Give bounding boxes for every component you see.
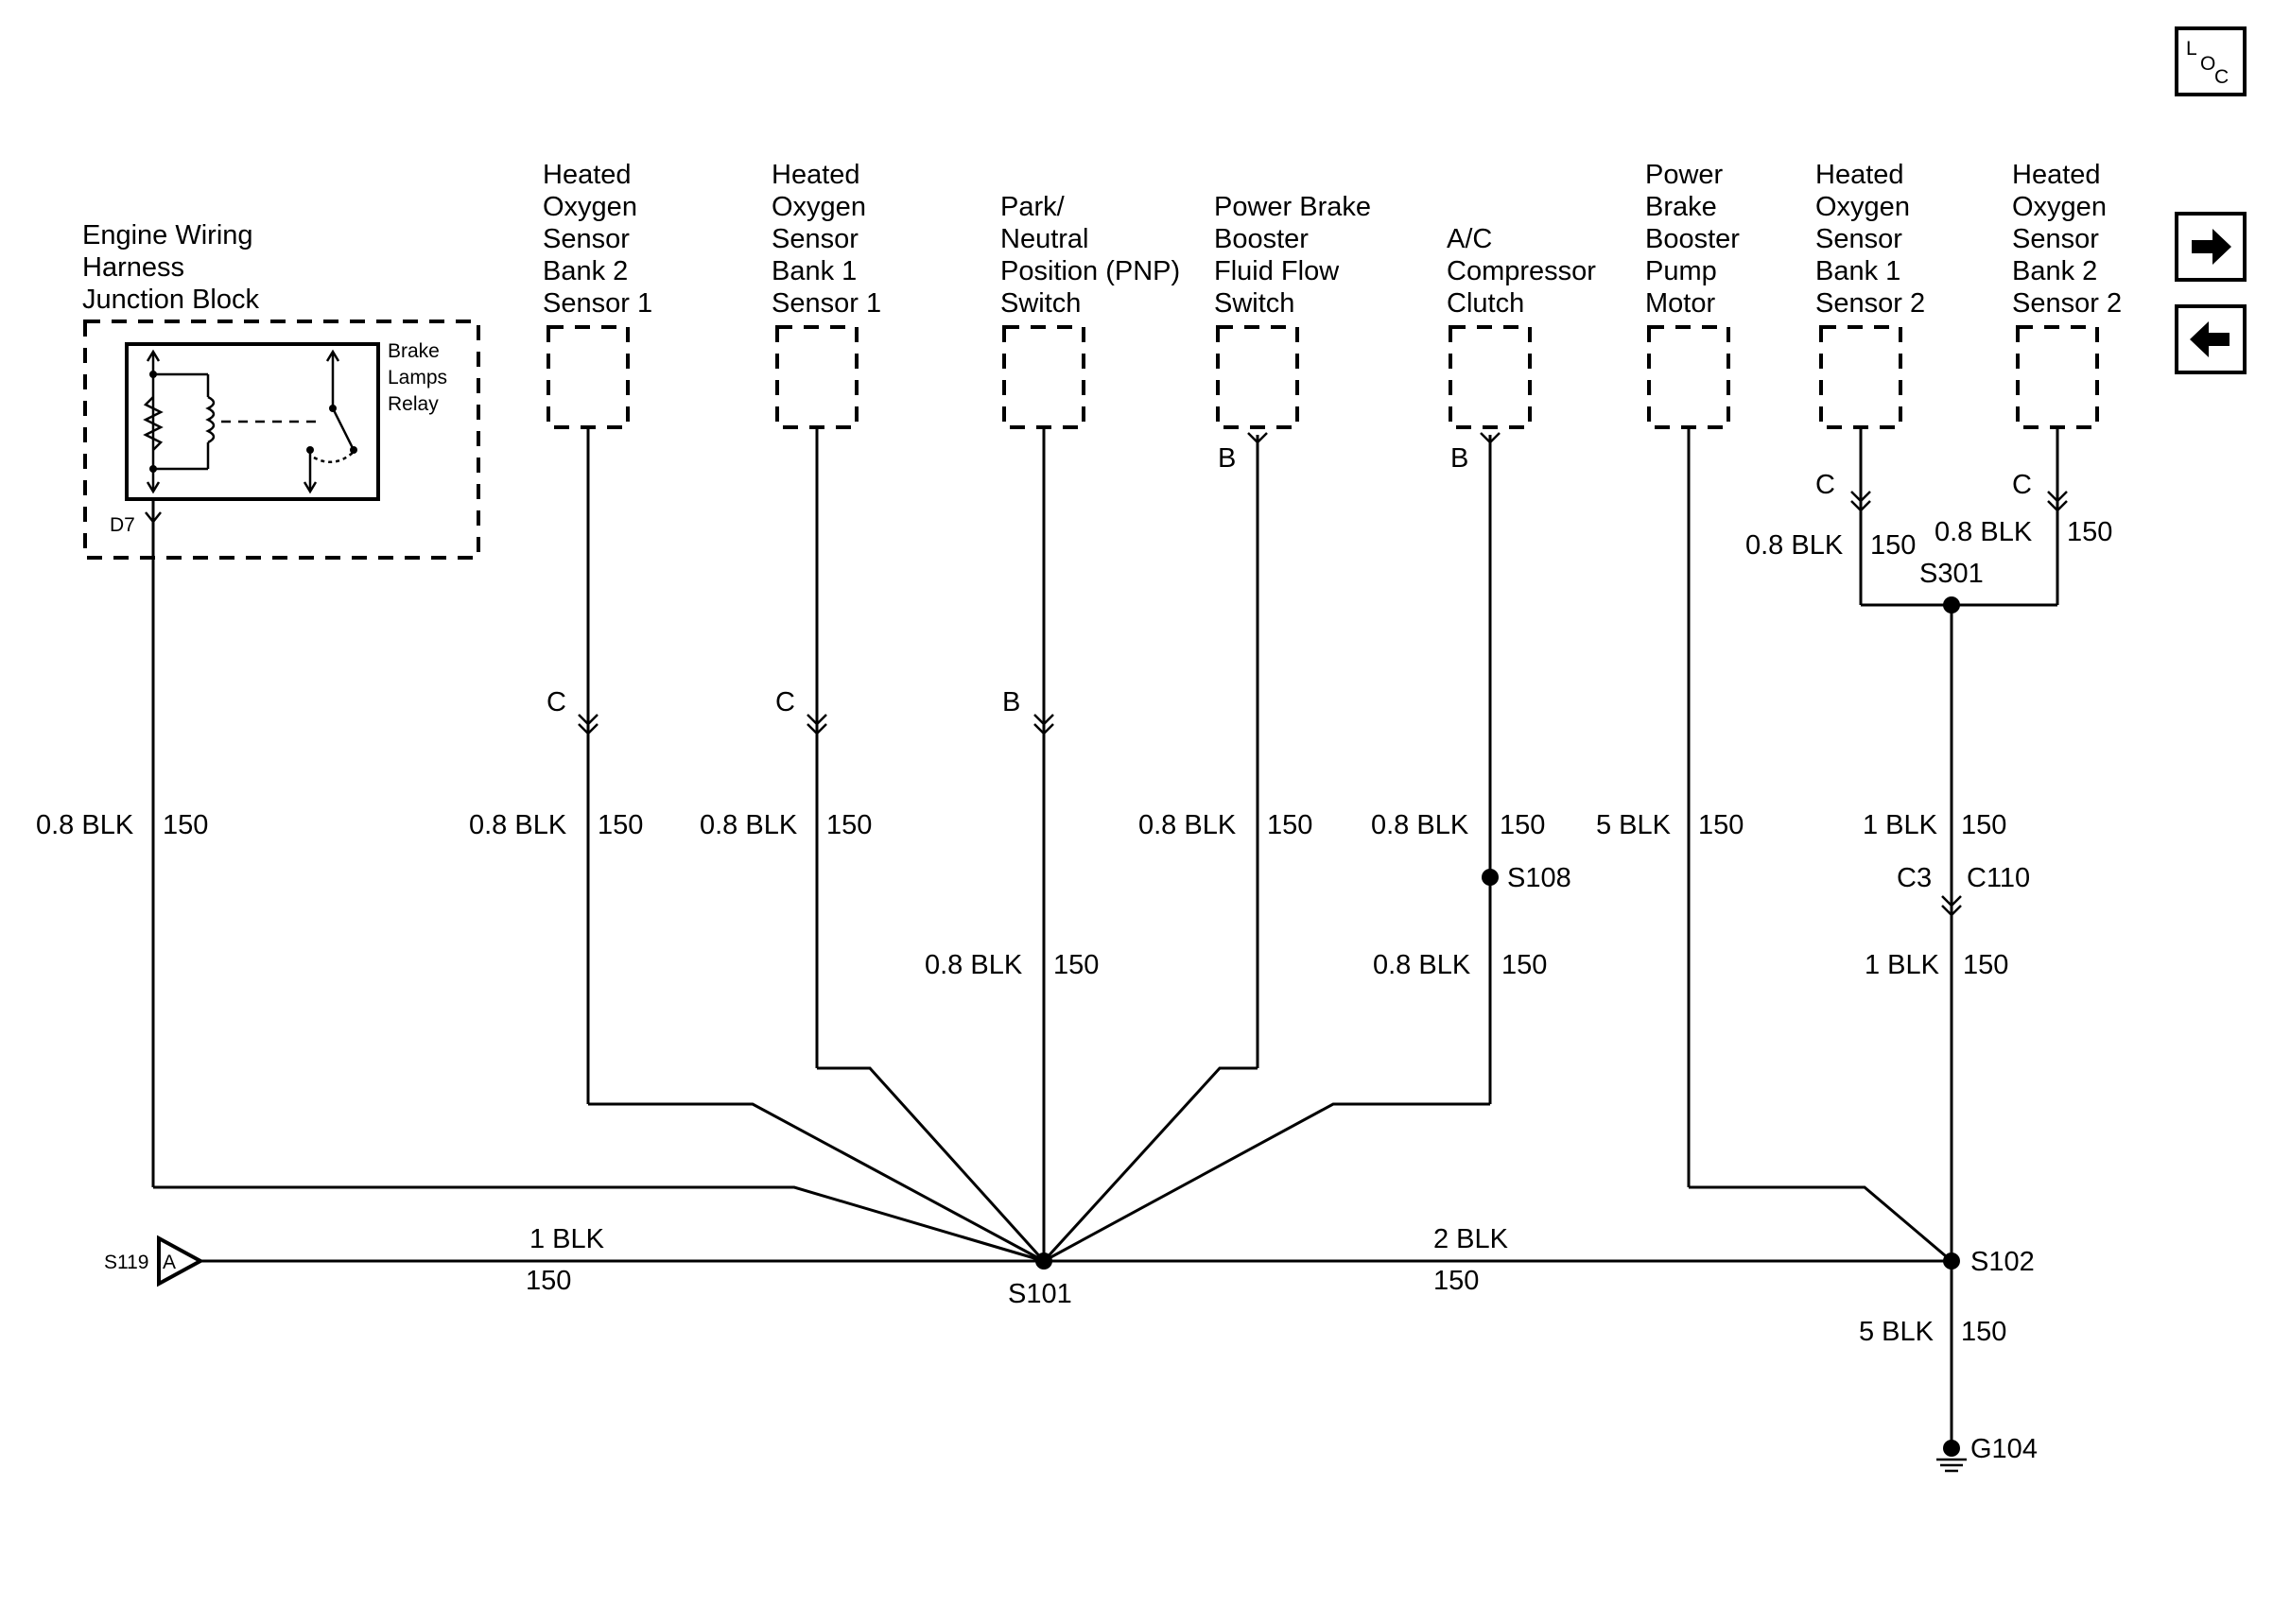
ac-clutch-name: A/C Compressor Clutch xyxy=(1447,224,1604,319)
s301-circuit: 150 xyxy=(1961,810,2006,840)
pnp-name: Park/ Neutral Position (PNP) Switch xyxy=(1000,192,1188,319)
arrow-right-icon[interactable] xyxy=(2175,212,2247,282)
ho2s-b1s1-name: Heated Oxygen Sensor Bank 1 Sensor 1 xyxy=(772,160,881,319)
s119-connector-symbol xyxy=(157,1235,205,1287)
ac-clutch-wire2: 0.8 BLK xyxy=(1373,950,1471,980)
s119-label: S119 xyxy=(104,1252,149,1273)
brake-lamps-relay-label: Brake Lamps Relay xyxy=(388,340,453,415)
ho2s-b2s1-wire: 0.8 BLK xyxy=(469,810,567,840)
relay-switch-symbol xyxy=(221,349,357,494)
loc-icon-c: C xyxy=(2214,66,2229,88)
ho2s-b2s2-connector: C xyxy=(2012,470,2032,500)
component-ho2s-bank2-sensor1: Heated Oxygen Sensor Bank 2 Sensor 1 C 0… xyxy=(469,160,652,1104)
junction-circuit-number: 150 xyxy=(163,810,208,840)
ho2s-b1s2-wire: 0.8 BLK xyxy=(1745,530,1844,561)
junction-wire-color: 0.8 BLK xyxy=(36,810,134,840)
pbb-motor-wire: 5 BLK xyxy=(1596,810,1672,840)
splice-s101-label: S101 xyxy=(1008,1279,1072,1309)
brake-lamps-relay-box xyxy=(125,342,380,501)
arrow-left-icon[interactable] xyxy=(2175,304,2247,374)
splice-s108-label: S108 xyxy=(1507,863,1571,893)
ac-clutch-circuit: 150 xyxy=(1500,810,1545,840)
component-pbb-pump-motor: Power Brake Booster Pump Motor 5 BLK 150 xyxy=(1596,160,1747,1187)
splice-s301-label: S301 xyxy=(1919,559,1984,589)
pbb-flow-wire: 0.8 BLK xyxy=(1138,810,1237,840)
splice-s101 xyxy=(1035,1253,1052,1270)
pbb-motor-circuit: 150 xyxy=(1698,810,1744,840)
bus-left-wire: 1 BLK xyxy=(529,1224,605,1254)
ho2s-b1s2-name: Heated Oxygen Sensor Bank 1 Sensor 2 xyxy=(1815,160,1925,319)
ground-circuit: 150 xyxy=(1961,1317,2006,1347)
junction-block-outline xyxy=(83,320,480,560)
component-ho2s-bank1-sensor1: Heated Oxygen Sensor Bank 1 Sensor 1 C 0… xyxy=(700,160,881,1068)
pbb-flow-circuit: 150 xyxy=(1267,810,1312,840)
relay-coil-symbol xyxy=(143,349,216,494)
connector-c110: C110 xyxy=(1967,863,2030,893)
junction-block-title: Engine Wiring Harness Junction Block xyxy=(82,220,261,315)
s301-wire: 1 BLK xyxy=(1863,810,1938,840)
junction-block: Engine Wiring Harness Junction Block Bra… xyxy=(36,220,480,1187)
connector-c3: C3 xyxy=(1897,863,1932,893)
junction-block-pin: D7 xyxy=(110,514,135,536)
component-ho2s-bank2-sensor2: Heated Oxygen Sensor Bank 2 Sensor 2 C 0… xyxy=(1935,160,2122,605)
ac-clutch-wire: 0.8 BLK xyxy=(1371,810,1469,840)
component-ac-compressor-clutch: A/C Compressor Clutch B 0.8 BLK 150 S108… xyxy=(1371,224,1604,1104)
pnp-circuit: 150 xyxy=(1053,950,1099,980)
ho2s-b1s1-circuit: 150 xyxy=(826,810,872,840)
ground-wire: 5 BLK xyxy=(1859,1317,1935,1347)
splice-s108 xyxy=(1482,869,1499,886)
ac-clutch-circuit2: 150 xyxy=(1501,950,1547,980)
component-pnp-switch: Park/ Neutral Position (PNP) Switch B 0.… xyxy=(925,192,1188,1261)
splice-s102-label: S102 xyxy=(1970,1247,2035,1277)
ground-g104-label: G104 xyxy=(1970,1434,2038,1464)
ho2s-b2s1-connector: C xyxy=(547,687,566,717)
s101-fan-in-wires xyxy=(153,1066,1952,1263)
pbb-motor-name: Power Brake Booster Pump Motor xyxy=(1645,160,1747,319)
ho2s-b1s1-wire: 0.8 BLK xyxy=(700,810,798,840)
bus-right-circuit: 150 xyxy=(1433,1266,1479,1296)
s301-wire2: 1 BLK xyxy=(1865,950,1940,980)
loc-icon[interactable]: L O C xyxy=(2175,26,2247,96)
s301-circuit2: 150 xyxy=(1963,950,2008,980)
loc-icon-l: L xyxy=(2186,38,2197,60)
pnp-wire: 0.8 BLK xyxy=(925,950,1023,980)
ground-bus: S119 A 1 BLK 150 S101 2 BLK 150 S102 xyxy=(104,1224,2035,1309)
ho2s-b1s2-circuit: 150 xyxy=(1870,530,1916,561)
loc-icon-o: O xyxy=(2200,53,2215,75)
ground-icon xyxy=(1936,1458,1967,1473)
splice-s301-group: S301 1 BLK 150 C3 C110 1 BLK 150 xyxy=(1861,559,2057,1261)
ho2s-b1s1-connector: C xyxy=(775,687,795,717)
pbb-flow-connector: B xyxy=(1218,443,1236,474)
ac-clutch-connector: B xyxy=(1450,443,1468,474)
ho2s-b2s2-circuit: 150 xyxy=(2067,517,2112,547)
component-ho2s-bank1-sensor2: Heated Oxygen Sensor Bank 1 Sensor 2 C 0… xyxy=(1745,160,1925,605)
ho2s-b2s1-name: Heated Oxygen Sensor Bank 2 Sensor 1 xyxy=(543,160,652,319)
bus-right-wire: 2 BLK xyxy=(1433,1224,1509,1254)
component-pbb-fluid-flow-switch: Power Brake Booster Fluid Flow Switch B … xyxy=(1138,192,1379,1068)
ground-g104: 5 BLK 150 G104 xyxy=(1859,1261,2038,1473)
ho2s-b1s2-connector: C xyxy=(1815,470,1835,500)
pnp-connector: B xyxy=(1002,687,1020,717)
ho2s-b2s2-name: Heated Oxygen Sensor Bank 2 Sensor 2 xyxy=(2012,160,2122,319)
pbb-flow-name: Power Brake Booster Fluid Flow Switch xyxy=(1214,192,1379,319)
ho2s-b2s2-wire: 0.8 BLK xyxy=(1935,517,2033,547)
ho2s-b2s1-circuit: 150 xyxy=(598,810,643,840)
s119-pin: A xyxy=(163,1252,176,1273)
bus-left-circuit: 150 xyxy=(526,1266,571,1296)
